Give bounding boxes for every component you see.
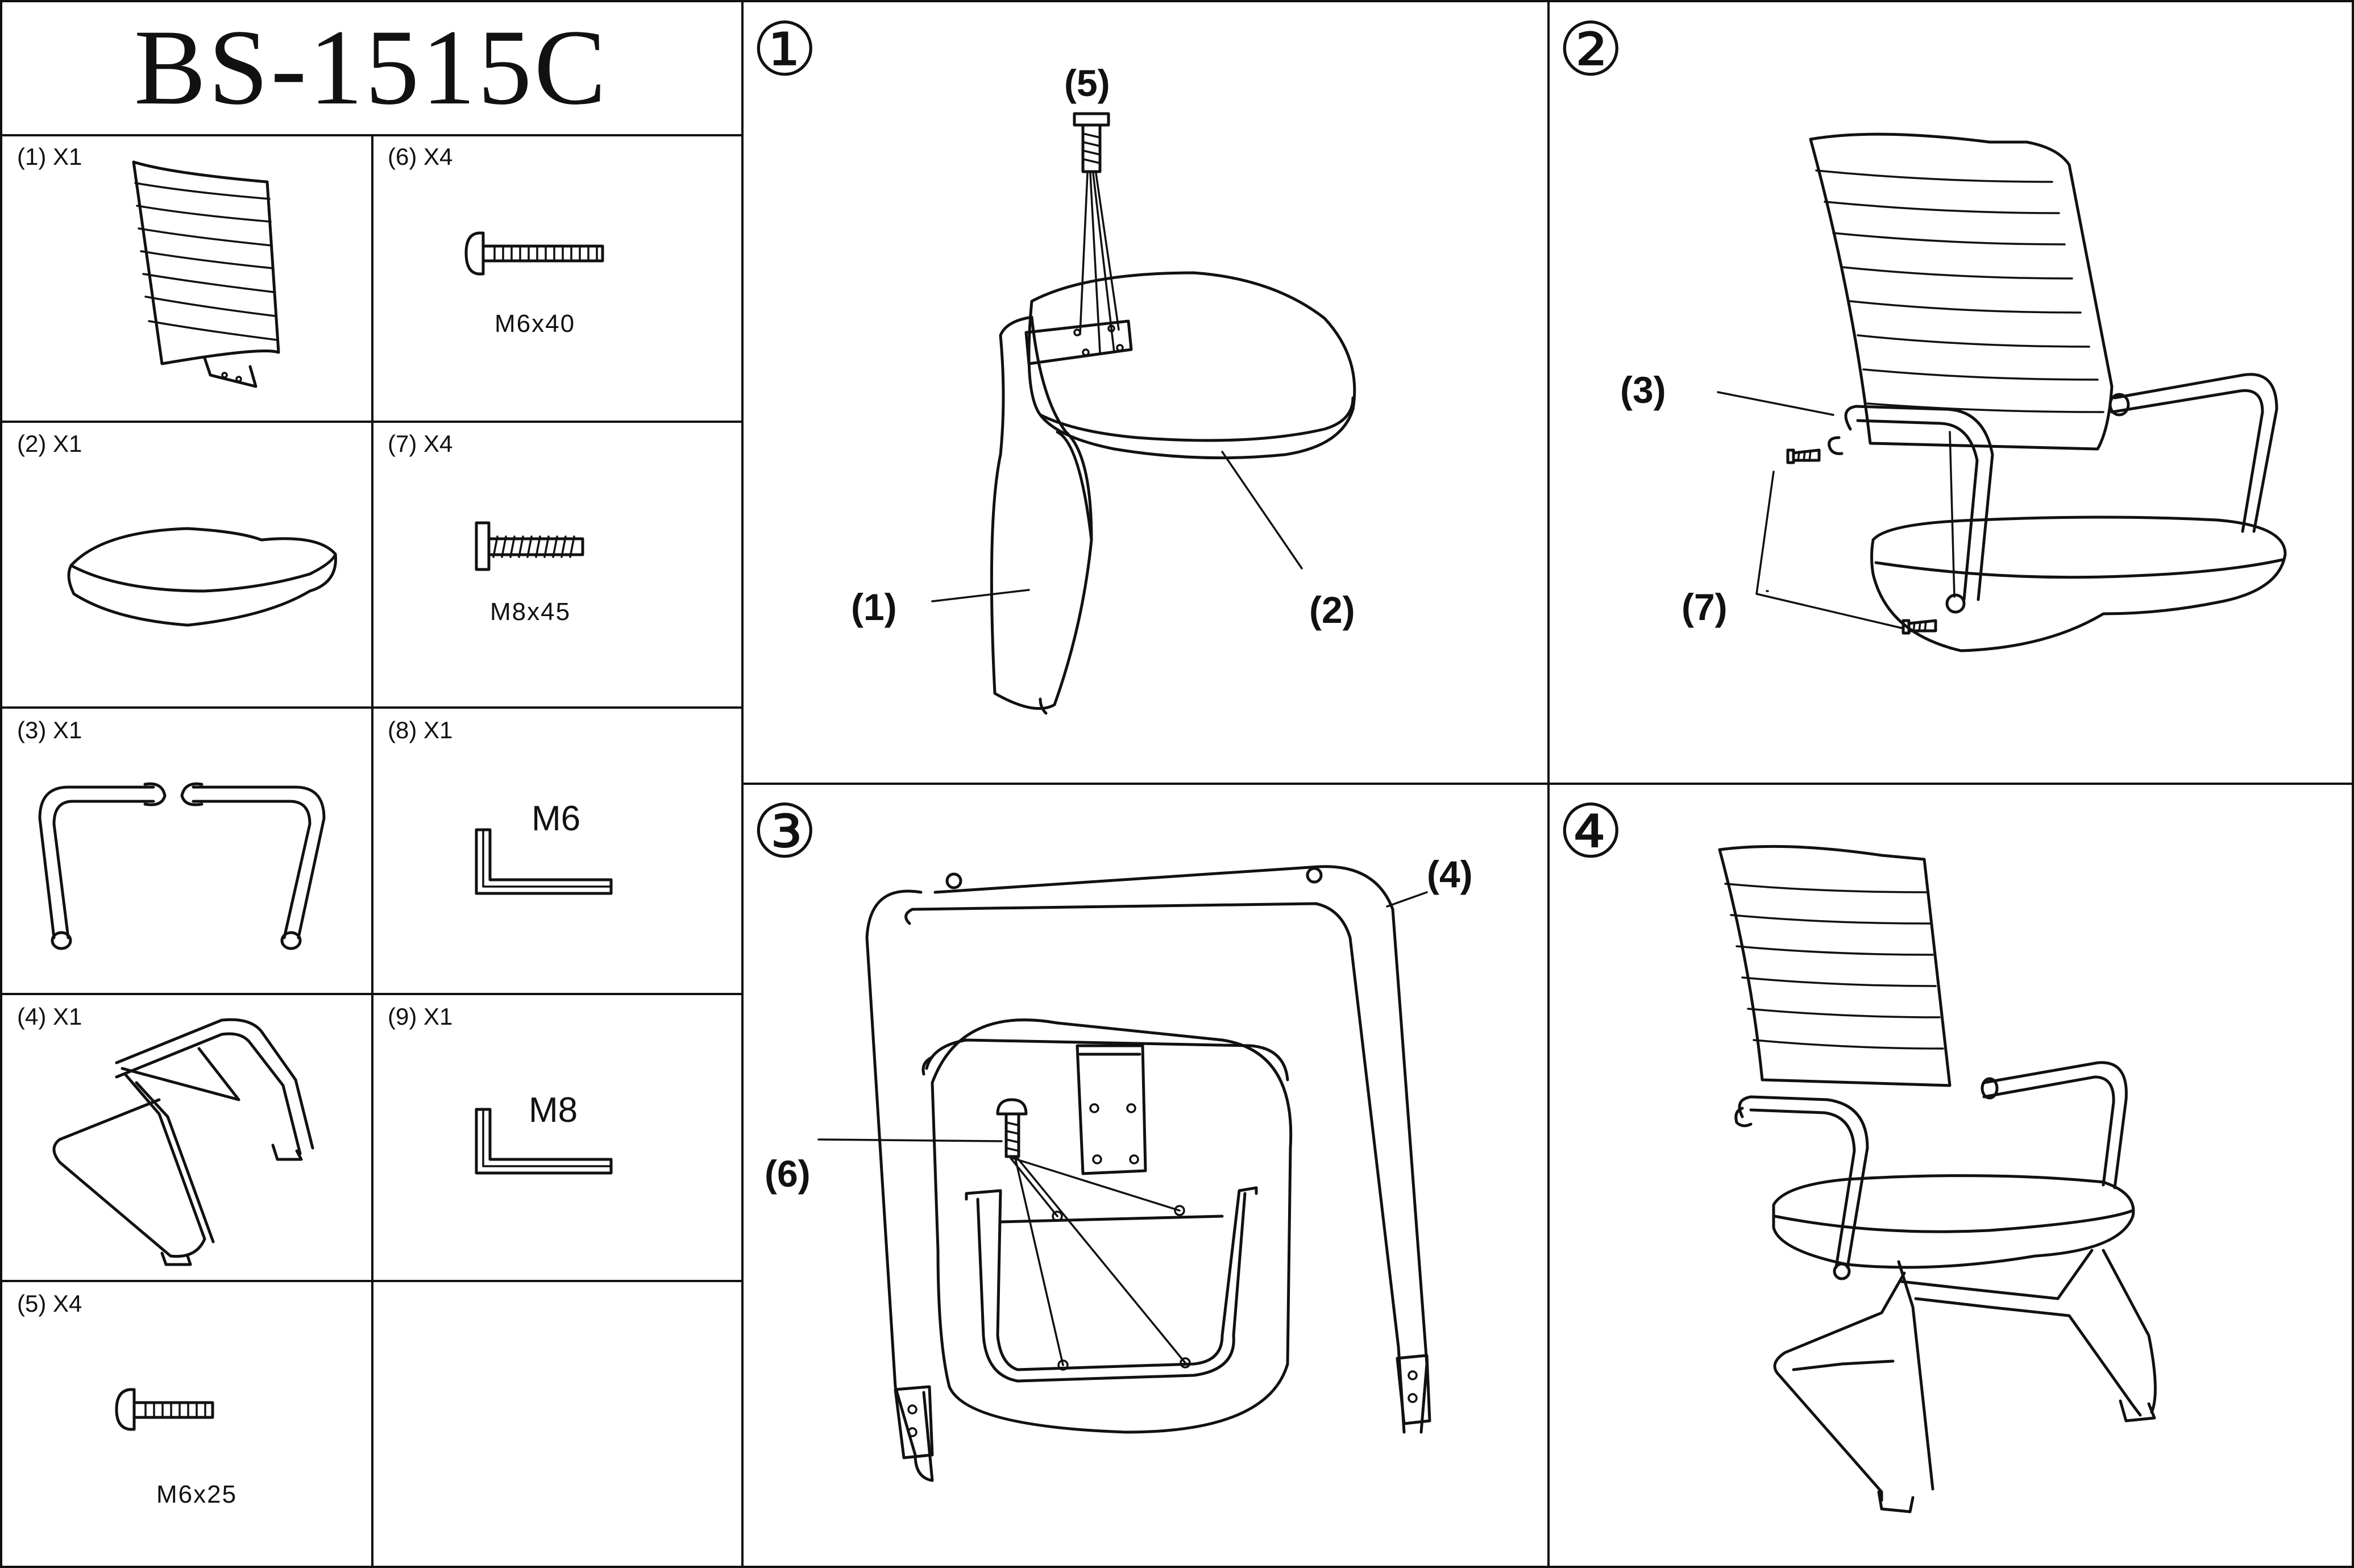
step-3-callout-base: (4) (1427, 853, 1473, 895)
step-3-drawing (817, 865, 1431, 1482)
divider-row-1 (0, 421, 742, 423)
step-1-callout-bolt: (5) (1064, 62, 1110, 104)
part-3-qty: (3) X1 (17, 717, 82, 743)
step-2-drawing (1717, 132, 2287, 652)
part-1-qty: (1) X1 (17, 143, 82, 170)
part-7-qty: (7) X4 (388, 430, 453, 457)
part-2-seat-drawing (67, 527, 337, 627)
divider-parts-column (371, 135, 373, 1568)
part-8-wrench-drawing (475, 828, 613, 895)
step-4-number: ④ (1558, 788, 1624, 875)
step-4-drawing (1718, 845, 2157, 1513)
part-6-bolt-drawing (464, 231, 604, 276)
step-1-number: ① (752, 6, 818, 93)
part-6-spec: M6x40 (495, 310, 576, 338)
wrench-m6-label: M6 (532, 799, 581, 838)
part-4-base-drawing (52, 1018, 314, 1266)
part-9-qty: (9) X1 (388, 1003, 453, 1030)
part-5-spec: M6x25 (156, 1480, 238, 1508)
step-3-number: ③ (752, 788, 818, 875)
step-1-drawing (931, 112, 1356, 715)
part-4-qty: (4) X1 (17, 1003, 82, 1030)
part-3-armrests-drawing (38, 782, 326, 950)
divider-title (0, 134, 742, 136)
part-1-backrest-drawing (132, 160, 280, 388)
part-5-bolt-drawing (115, 1388, 214, 1431)
part-7-screw-drawing (475, 521, 584, 571)
model-title: BS-1515C (134, 8, 609, 127)
step-1-callout-backrest: (1) (851, 586, 897, 628)
divider-steps-rows (741, 783, 2354, 785)
step-3-callout-bolt: (6) (765, 1153, 811, 1195)
divider-row-2 (0, 706, 742, 709)
part-9-wrench-drawing (475, 1108, 613, 1175)
wrench-m8-label: M8 (529, 1091, 578, 1130)
divider-row-3 (0, 993, 742, 995)
divider-row-4 (0, 1280, 742, 1282)
step-1-callout-seat: (2) (1309, 589, 1355, 631)
step-2-number: ② (1558, 6, 1624, 93)
part-5-qty: (5) X4 (17, 1290, 82, 1317)
step-2-callout-screw: (7) (1682, 586, 1728, 628)
part-2-qty: (2) X1 (17, 430, 82, 457)
part-6-qty: (6) X4 (388, 143, 453, 170)
step-2-callout-armrest: (3) (1620, 369, 1666, 411)
part-7-spec: M8x45 (490, 598, 571, 626)
part-8-qty: (8) X1 (388, 717, 453, 743)
